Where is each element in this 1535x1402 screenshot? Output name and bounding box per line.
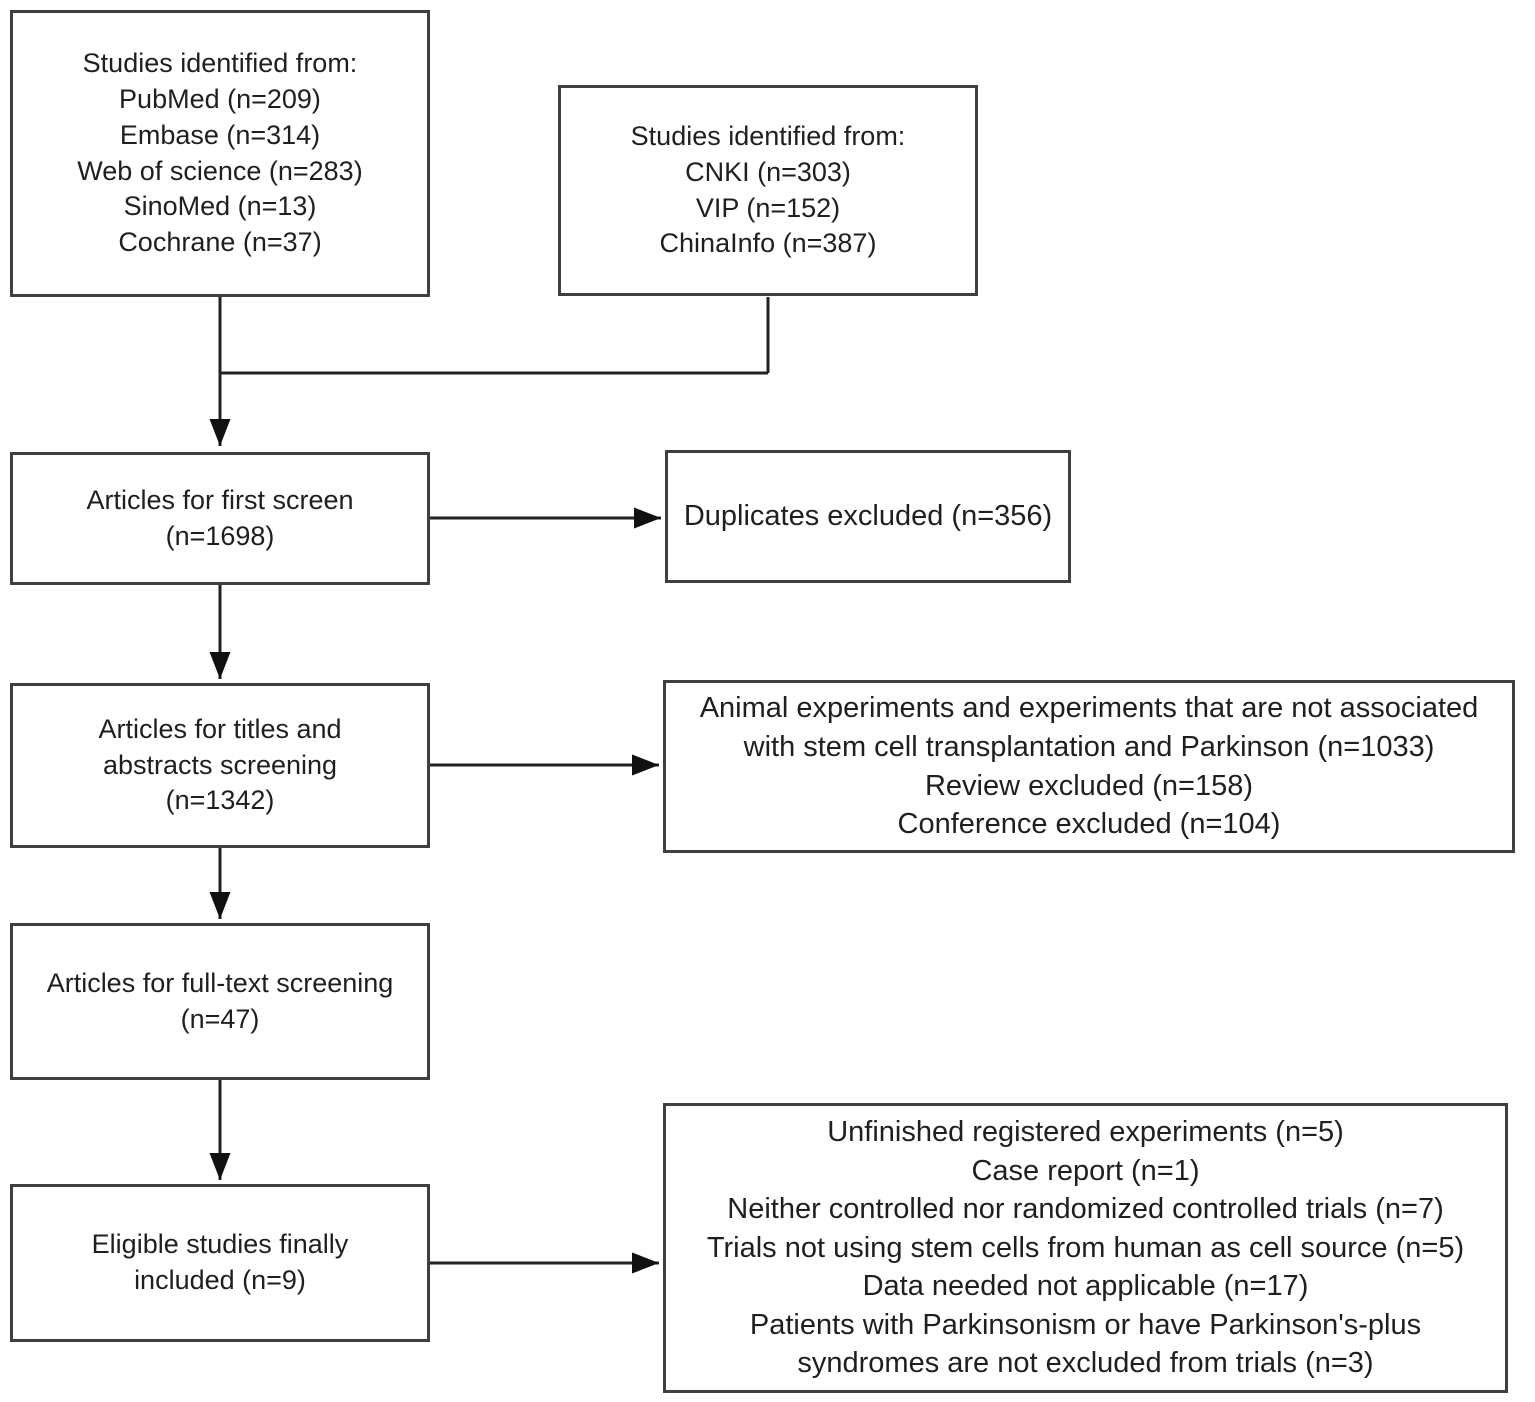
box-duplicates-excluded: Duplicates excluded (n=356) xyxy=(665,450,1071,583)
box-text-line: CNKI (n=303) xyxy=(685,156,851,187)
box-articles-fulltext-screening: Articles for full-text screening (n=47) xyxy=(10,923,430,1080)
box-text-line: VIP (n=152) xyxy=(695,192,841,223)
box-text-line: Embase (n=314) xyxy=(119,119,321,150)
box-text-line: Patients with Parkinsonism or have Parki… xyxy=(749,1308,1422,1341)
box-text-line: Animal experiments and experiments that … xyxy=(699,692,1479,725)
box-text-line: Case report (n=1) xyxy=(971,1154,1200,1187)
box-text-line: Articles for full-text screening xyxy=(46,967,394,998)
box-text-line: Studies identified from: xyxy=(630,120,906,151)
box-text-line: Studies identified from: xyxy=(82,47,358,78)
box-text-line: Data needed not applicable (n=17) xyxy=(862,1270,1309,1303)
box-text-line: Duplicates excluded (n=356) xyxy=(683,500,1053,533)
box-text-line: abstracts screening xyxy=(102,749,338,780)
box-text-line: Conference excluded (n=104) xyxy=(897,808,1281,841)
box-text-line: Trials not using stem cells from human a… xyxy=(706,1231,1465,1264)
box-text-line: Web of science (n=283) xyxy=(77,155,363,186)
box-text-line: (n=1342) xyxy=(165,785,275,816)
box-studies-identified-international: Studies identified from: PubMed (n=209) … xyxy=(10,10,430,297)
box-text-line: Articles for titles and xyxy=(98,713,342,744)
box-articles-titles-abstracts-screening: Articles for titles and abstracts screen… xyxy=(10,683,430,848)
box-text-line: Review excluded (n=158) xyxy=(924,769,1254,802)
box-text-line: (n=1698) xyxy=(165,520,275,551)
box-studies-identified-chinese: Studies identified from: CNKI (n=303) VI… xyxy=(558,85,978,296)
box-text-line: syndromes are not excluded from trials (… xyxy=(797,1347,1374,1380)
box-text-line: SinoMed (n=13) xyxy=(123,191,317,222)
box-titles-abstracts-exclusions: Animal experiments and experiments that … xyxy=(663,680,1515,853)
box-text-line: Neither controlled nor randomized contro… xyxy=(727,1193,1444,1226)
box-text-line: with stem cell transplantation and Parki… xyxy=(743,730,1435,763)
box-text-line: Cochrane (n=37) xyxy=(118,227,322,258)
box-articles-first-screen: Articles for first screen (n=1698) xyxy=(10,452,430,585)
box-fulltext-exclusions: Unfinished registered experiments (n=5) … xyxy=(663,1103,1508,1393)
box-text-line: Unfinished registered experiments (n=5) xyxy=(827,1116,1344,1149)
box-text-line: PubMed (n=209) xyxy=(119,83,321,114)
box-text-line: included (n=9) xyxy=(134,1265,306,1295)
box-text-line: ChinaInfo (n=387) xyxy=(659,228,877,259)
box-text-line: (n=47) xyxy=(180,1003,260,1034)
box-text-line: Articles for first screen xyxy=(86,484,354,515)
box-eligible-studies-included: Eligible studies finally included (n=9) xyxy=(10,1184,430,1342)
box-text-line: Eligible studies finally xyxy=(91,1229,349,1260)
